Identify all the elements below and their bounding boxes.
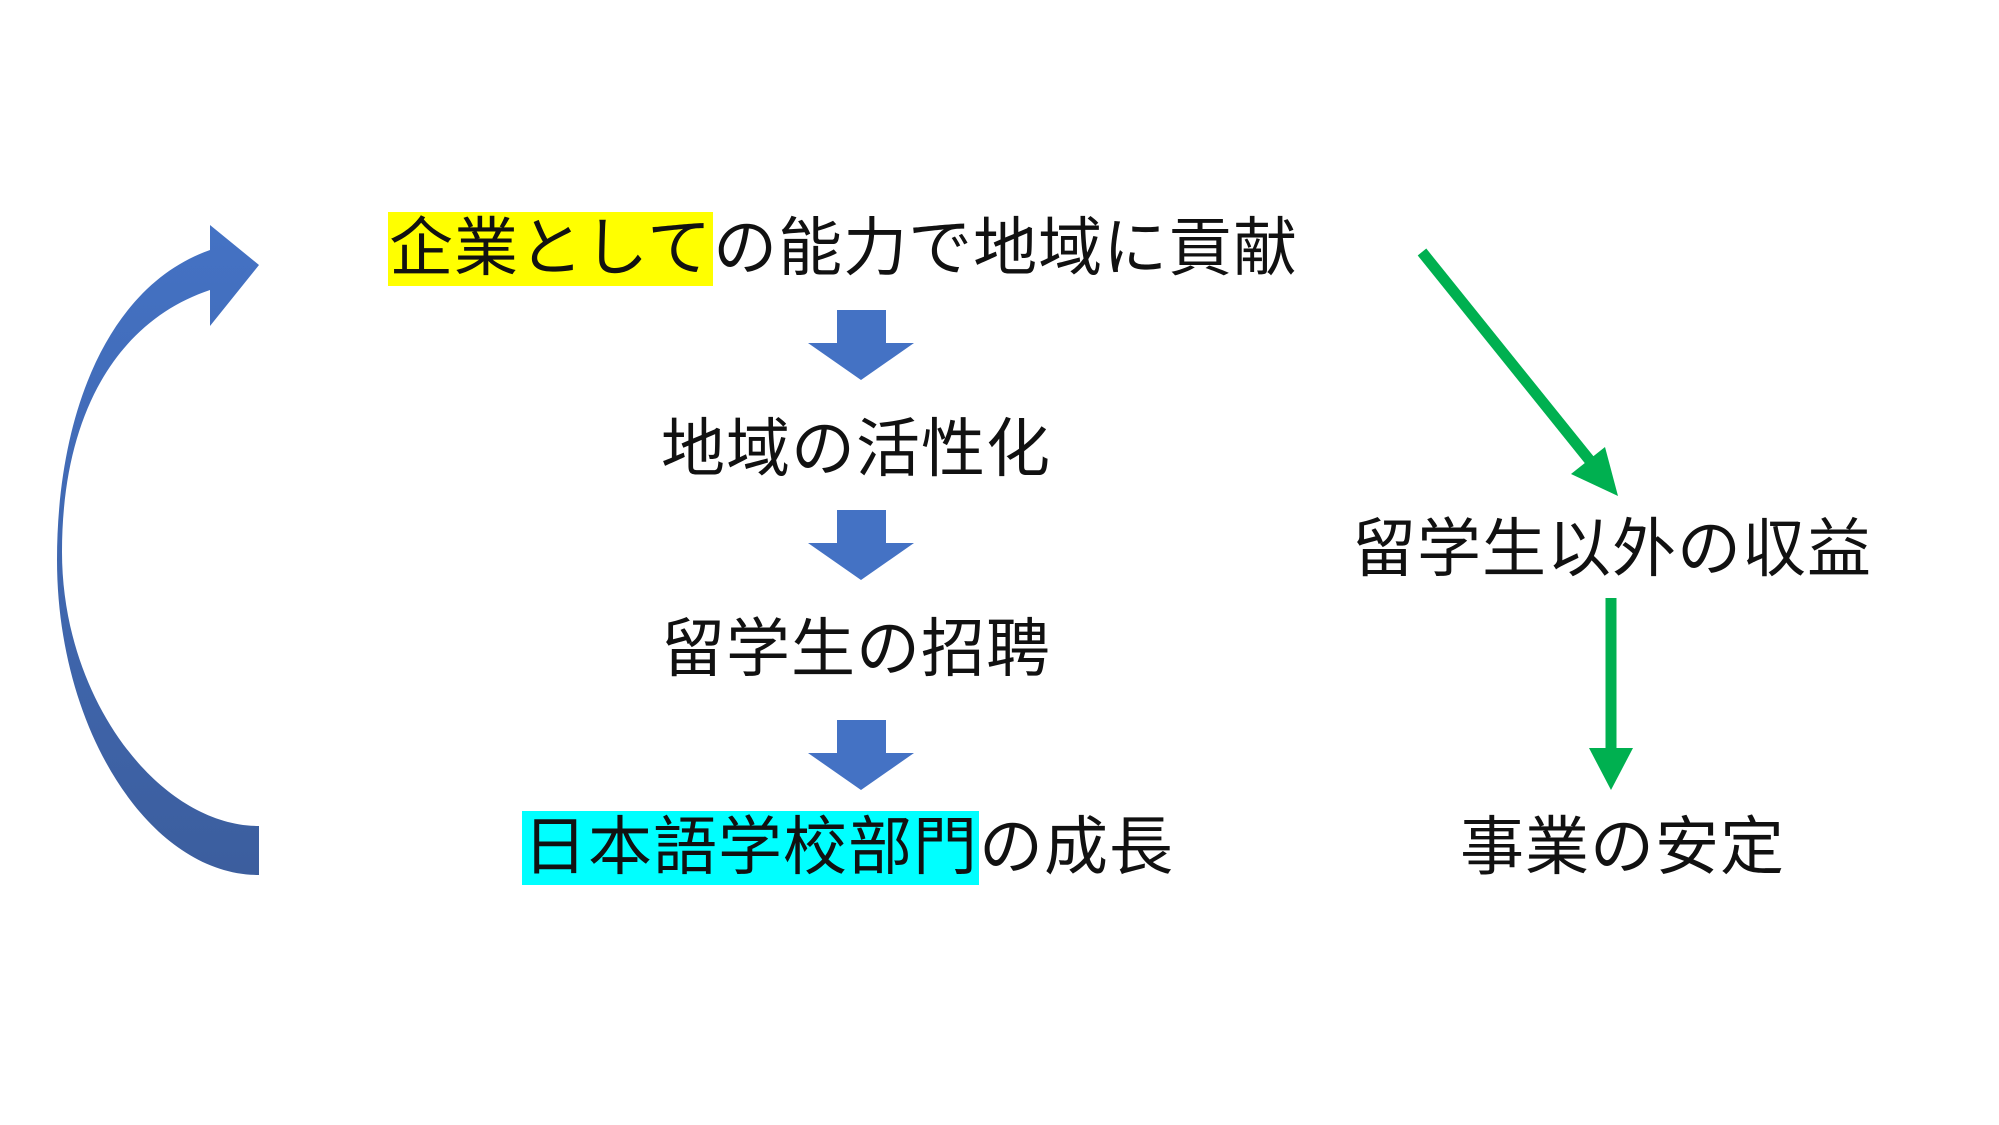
green-line-arrow-icon: [1417, 248, 1596, 466]
green-arrowhead-icon: [1571, 447, 1618, 496]
node-student-recruitment: 留学生の招聘: [661, 608, 1051, 692]
node-other-revenue-label: 留学生以外の収益: [1352, 513, 1872, 587]
highlight-company: 企業として: [388, 212, 714, 286]
green-arrowhead-icon: [1589, 748, 1633, 790]
node-other-revenue: 留学生以外の収益: [1352, 508, 1872, 592]
node-regional-revitalization: 地域の活性化: [661, 408, 1051, 492]
curved-up-arrow-icon: [57, 225, 259, 875]
node-school-growth-rest: の成長: [979, 811, 1174, 885]
node-business-stability-label: 事業の安定: [1460, 811, 1785, 885]
block-down-arrow-icon: [808, 720, 914, 790]
node-contribution: 企業としての能力で地域に貢献: [388, 207, 1298, 291]
node-contribution-rest: の能力で地域に貢献: [713, 212, 1299, 286]
block-down-arrow-icon: [808, 510, 914, 580]
node-student-recruitment-label: 留学生の招聘: [661, 613, 1051, 687]
node-business-stability: 事業の安定: [1460, 806, 1785, 890]
highlight-school-division: 日本語学校部門: [522, 811, 979, 885]
block-down-arrow-icon: [808, 310, 914, 380]
node-school-growth: 日本語学校部門の成長: [522, 806, 1174, 890]
node-regional-revitalization-label: 地域の活性化: [661, 413, 1051, 487]
